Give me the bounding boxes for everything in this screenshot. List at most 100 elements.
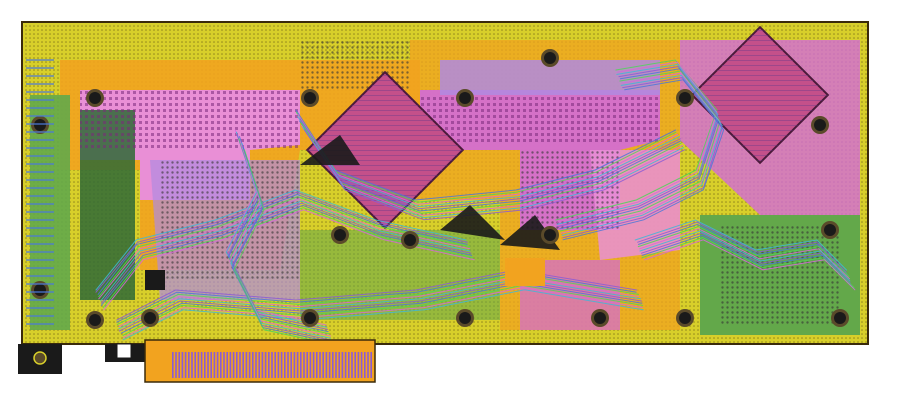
trace — [559, 70, 721, 232]
edge-finger — [296, 352, 299, 378]
trace — [560, 72, 722, 234]
trace — [637, 226, 850, 278]
edge-finger — [261, 352, 264, 378]
trace — [557, 66, 719, 228]
edge-finger — [207, 352, 209, 378]
edge-finger — [341, 352, 344, 378]
edge-finger — [322, 352, 324, 378]
edge-finger — [309, 352, 312, 378]
mounting-hole-drill — [34, 119, 46, 131]
edge-finger — [300, 352, 302, 378]
edge-finger — [316, 352, 318, 378]
trace — [562, 79, 725, 241]
edge-finger — [277, 352, 280, 378]
mounting-hole-drill — [304, 92, 316, 104]
mounting-hole-drill — [459, 92, 471, 104]
pcie-edge-connector — [144, 339, 376, 383]
mounting-hole-drill — [679, 312, 691, 324]
edge-finger — [280, 352, 283, 378]
trace — [120, 282, 643, 334]
mounting-hole-drill — [89, 314, 101, 326]
edge-finger — [325, 352, 328, 378]
edge-finger — [213, 352, 216, 378]
mounting-hole-drill — [814, 119, 826, 131]
trace — [299, 118, 681, 210]
edge-finger — [335, 352, 337, 378]
trace — [122, 287, 643, 339]
edge-finger — [364, 352, 366, 378]
edge-finger — [229, 352, 232, 378]
trace — [102, 207, 473, 309]
edge-finger — [204, 352, 206, 378]
edge-finger — [306, 352, 308, 378]
edge-finger — [200, 352, 203, 378]
edge-finger — [242, 352, 244, 378]
mounting-hole-drill — [334, 229, 346, 241]
edge-finger — [239, 352, 241, 378]
edge-finger — [191, 352, 193, 378]
keepout-regions — [145, 135, 560, 290]
trace — [103, 209, 475, 311]
mounting-holes — [31, 49, 849, 329]
component-pads — [80, 40, 840, 325]
trace — [556, 61, 718, 223]
edge-finger — [357, 352, 360, 378]
mounting-hole-drill — [594, 312, 606, 324]
trace — [639, 230, 851, 282]
edge-finger — [370, 352, 372, 378]
edge-finger — [197, 352, 200, 378]
edge-finger — [194, 352, 196, 378]
edge-finger — [274, 352, 276, 378]
bga-package-right — [690, 25, 830, 165]
edge-finger — [255, 352, 257, 378]
trace — [634, 219, 847, 271]
mounting-hole-drill — [304, 312, 316, 324]
mounting-hole-drill — [679, 92, 691, 104]
trace — [637, 221, 847, 273]
trace — [559, 68, 720, 230]
edge-finger — [354, 352, 356, 378]
edge-finger — [360, 352, 363, 378]
edge-finger — [258, 352, 260, 378]
edge-finger — [223, 352, 225, 378]
edge-finger — [226, 352, 228, 378]
trace — [639, 228, 850, 280]
edge-finger — [338, 352, 340, 378]
mounting-hole-drill — [89, 92, 101, 104]
edge-finger — [344, 352, 347, 378]
trace — [233, 149, 335, 346]
mounting-hole-drill — [824, 224, 836, 236]
mounting-hole-drill — [834, 312, 846, 324]
trace — [555, 59, 718, 221]
bracket-slot — [18, 343, 145, 374]
trace — [562, 77, 723, 239]
edge-finger — [332, 352, 334, 378]
edge-finger — [367, 352, 369, 378]
edge-finger — [210, 352, 212, 378]
edge-finger — [293, 352, 296, 378]
edge-finger — [252, 352, 254, 378]
trace — [644, 239, 856, 291]
edge-finger — [184, 352, 187, 378]
edge-finger — [319, 352, 321, 378]
edge-finger — [175, 352, 177, 378]
trace — [97, 193, 468, 295]
edge-finger — [188, 352, 190, 378]
trace — [641, 237, 855, 289]
mounting-hole-drill — [144, 312, 156, 324]
trace — [122, 289, 644, 341]
trace — [100, 202, 472, 304]
mounting-hole-drill — [544, 52, 556, 64]
edge-finger — [216, 352, 219, 378]
trace — [556, 63, 719, 225]
edge-finger — [220, 352, 222, 378]
edge-finger — [351, 352, 353, 378]
edge-finger — [268, 352, 270, 378]
edge-finger — [348, 352, 350, 378]
edge-finger — [236, 352, 238, 378]
edge-finger — [264, 352, 267, 378]
trace — [229, 140, 332, 337]
mounting-hole-drill — [544, 229, 556, 241]
silkscreen-marks — [26, 59, 54, 325]
